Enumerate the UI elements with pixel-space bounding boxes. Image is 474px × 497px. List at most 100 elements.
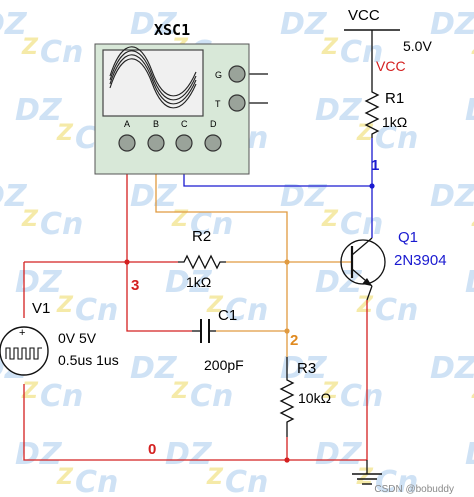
watermark-cn: Cn (190, 207, 233, 242)
r2-value: 1kΩ (186, 274, 211, 290)
watermark-dz: DZ (130, 7, 178, 42)
scope-channel-b-label: B (153, 119, 159, 129)
v1-name: V1 (32, 300, 50, 317)
net-label-1: 1 (371, 157, 379, 174)
watermark-z: Z (321, 35, 339, 60)
watermark-cn: Cn (375, 121, 418, 156)
q1-name: Q1 (398, 229, 418, 246)
watermark-cn: Cn (75, 465, 118, 497)
r1-value: 1kΩ (382, 114, 407, 130)
scope-name: XSC1 (154, 21, 190, 39)
watermark-z: Z (321, 379, 339, 404)
r3-value: 10kΩ (298, 390, 331, 406)
scope-channel-a-label: A (124, 119, 130, 129)
watermark-cn: Cn (340, 207, 383, 242)
watermark-cn: Cn (40, 207, 83, 242)
watermark-z: Z (171, 379, 189, 404)
watermark-dz: DZ (165, 265, 213, 300)
watermark-dz: DZ (315, 93, 363, 128)
watermark-dz: DZ (15, 265, 63, 300)
c1-name: C1 (218, 307, 237, 324)
scope-terminal-t-label: T (215, 99, 221, 109)
r1-zigzag (364, 86, 380, 138)
capacitor-c1[interactable]: C1 200pF (192, 307, 244, 373)
v1-timing: 0.5us 1us (58, 352, 119, 368)
watermark-dz: DZ (0, 179, 28, 214)
resistor-r2[interactable]: R2 1kΩ (178, 228, 226, 290)
watermark-dz: DZ (430, 7, 474, 42)
wire-node3-to-c1 (126, 262, 192, 332)
scope-channel-d-terminal[interactable] (204, 134, 222, 152)
resistor-r3[interactable]: R3 10kΩ (279, 357, 331, 437)
watermark-z: Z (171, 207, 189, 232)
watermark-cn: Cn (340, 379, 383, 414)
junction-node1 (369, 183, 375, 189)
r2-name: R2 (192, 228, 211, 245)
watermark-cn: Cn (340, 35, 383, 70)
watermark-dz: DZ (15, 93, 63, 128)
vcc-supply[interactable]: VCC 5.0V VCC (344, 7, 432, 74)
junction-base (284, 259, 290, 265)
watermark-dz: DZ (315, 437, 363, 472)
scope-channel-b-terminal[interactable] (147, 134, 165, 152)
watermark-dz: DZ (165, 437, 213, 472)
v1-plus-sign: + (19, 327, 25, 339)
pulse-source-v1[interactable]: V1 + 0V 5V 0.5us 1us (0, 300, 119, 376)
r1-name: R1 (385, 90, 404, 107)
junction-node2 (284, 328, 290, 334)
net-label-0: 0 (148, 441, 156, 458)
oscilloscope-xsc1[interactable]: XSC1 G T A B C D (94, 21, 250, 175)
watermark-dz: DZ (465, 265, 474, 300)
red-wires (23, 150, 368, 461)
watermark-z: Z (471, 35, 474, 60)
watermark-z: Z (21, 35, 39, 60)
watermark-z: Z (471, 379, 474, 404)
orange-wires (155, 150, 352, 357)
watermark-cn: Cn (40, 35, 83, 70)
watermark-dz: DZ (280, 7, 328, 42)
watermark-dz: DZ (130, 179, 178, 214)
vcc-voltage: 5.0V (403, 38, 432, 54)
ground-symbol (352, 473, 382, 485)
watermark-cn: Cn (40, 379, 83, 414)
scope-terminal-t[interactable] (228, 94, 246, 112)
net-label-3: 3 (131, 277, 139, 294)
resistor-r1[interactable]: R1 1kΩ (364, 86, 407, 138)
r3-zigzag (279, 357, 295, 437)
vcc-label: VCC (348, 7, 380, 24)
watermark-z: Z (206, 465, 224, 490)
watermark-dz: DZ (465, 93, 474, 128)
watermark-cn: Cn (225, 465, 268, 497)
watermark-cn: Cn (190, 379, 233, 414)
q1-model: 2N3904 (394, 252, 447, 269)
scope-channel-a-terminal[interactable] (118, 134, 136, 152)
watermark-dz: DZ (130, 351, 178, 386)
watermark-z: Z (356, 293, 374, 318)
watermark-z: Z (21, 379, 39, 404)
watermark-z: Z (56, 465, 74, 490)
wire-ground-return (23, 384, 367, 461)
scope-terminal-g[interactable] (228, 65, 246, 83)
scope-channel-c-terminal[interactable] (175, 134, 193, 152)
scope-waveform-icon (109, 46, 197, 109)
transistor-q1[interactable]: Q1 2N3904 (340, 229, 447, 301)
